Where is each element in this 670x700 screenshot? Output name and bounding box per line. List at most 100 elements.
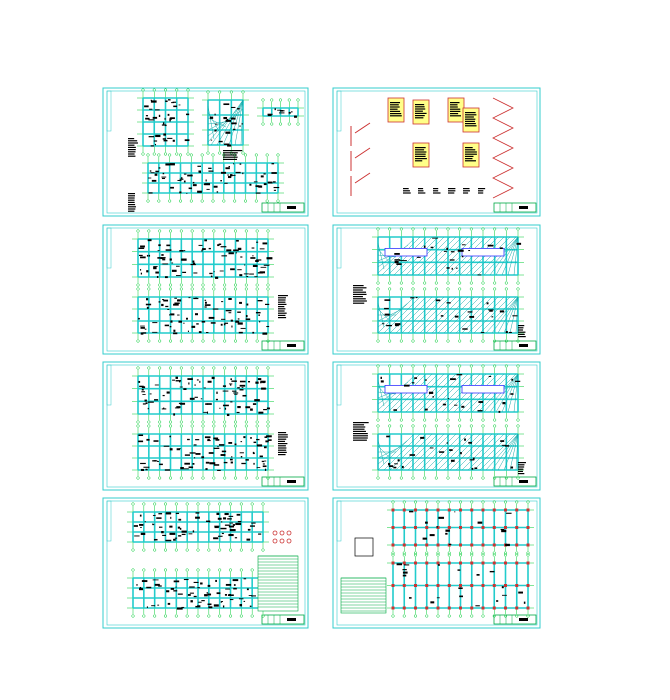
axis-bubble xyxy=(142,568,146,572)
rebar-mark xyxy=(271,172,277,174)
sheet-inner-border xyxy=(106,227,306,352)
note-line xyxy=(353,430,366,432)
rebar-mark xyxy=(231,380,237,382)
column xyxy=(526,584,530,587)
rebar-mark xyxy=(243,600,246,602)
axis-bubble xyxy=(469,364,473,368)
drawing-sheet-5[interactable] xyxy=(102,361,309,491)
axis-bubble xyxy=(147,424,151,428)
axis-bubble xyxy=(469,227,473,231)
rebar-mark xyxy=(394,259,401,261)
rebar-mark xyxy=(158,167,161,169)
rebar-mark xyxy=(154,399,159,401)
axis-bubble xyxy=(423,227,427,231)
sheet-inner-border xyxy=(106,90,306,214)
rebar-mark xyxy=(225,131,231,134)
drawing-sheet-7[interactable] xyxy=(102,497,309,629)
axis-bubble xyxy=(388,418,392,422)
rebar-mark xyxy=(206,188,210,190)
axis-bubble xyxy=(228,568,233,572)
axis-bubble xyxy=(212,283,216,287)
axis-bubble xyxy=(244,476,248,480)
rebar-mark xyxy=(187,330,189,333)
rebar-mark xyxy=(169,119,171,122)
drawing-sheet-4[interactable] xyxy=(332,224,541,355)
column-detail xyxy=(279,538,285,544)
rebar-mark xyxy=(230,378,232,380)
drawing-sheet-8[interactable] xyxy=(332,497,541,629)
note-line xyxy=(128,208,136,210)
slab-hatch xyxy=(407,296,445,334)
axis-bubble xyxy=(211,153,215,157)
rebar-mark xyxy=(455,267,458,269)
note-line xyxy=(278,451,287,453)
axis-bubble xyxy=(266,366,270,370)
drawing-sheet-3[interactable] xyxy=(102,224,309,355)
axis-bubble xyxy=(504,364,508,368)
axis-bubble xyxy=(376,364,380,368)
rebar-mark xyxy=(171,102,175,104)
rebar-mark xyxy=(174,537,178,539)
rebar-mark xyxy=(230,117,236,120)
rebar-mark xyxy=(223,517,227,520)
rebar-mark xyxy=(511,378,514,381)
note-line xyxy=(223,158,238,160)
rebar-mark xyxy=(450,251,455,253)
drawing-sheet-1[interactable] xyxy=(102,87,309,217)
note-line xyxy=(465,158,473,160)
rebar-mark xyxy=(138,247,145,249)
note-line xyxy=(353,424,365,426)
rebar-mark xyxy=(516,242,522,245)
note-line xyxy=(278,443,288,445)
axis-bubble xyxy=(179,420,183,424)
axis-bubble xyxy=(481,424,485,428)
rebar-mark xyxy=(217,446,219,448)
rebar-mark xyxy=(429,534,435,537)
rebar-mark xyxy=(140,272,143,275)
drawing-sheet-6[interactable] xyxy=(332,361,541,491)
column xyxy=(425,543,429,547)
rebar-mark xyxy=(252,255,254,257)
axis-bubble xyxy=(244,366,248,370)
rebar-mark xyxy=(229,522,234,524)
rebar-mark xyxy=(501,444,506,446)
rebar-mark xyxy=(152,460,158,462)
axis-bubble xyxy=(174,568,178,572)
axis-bubble xyxy=(153,502,157,506)
rebar-mark xyxy=(263,409,267,411)
rebar-mark xyxy=(221,318,226,320)
rebar-mark xyxy=(205,468,208,470)
axis-bubble xyxy=(481,339,485,343)
rebar-mark xyxy=(140,468,145,471)
note-line xyxy=(450,104,458,106)
rebar-mark xyxy=(139,254,143,257)
axis-bubble xyxy=(168,199,172,203)
axis-bubble xyxy=(481,227,485,231)
axis-bubble xyxy=(153,548,157,552)
note-line xyxy=(353,298,366,300)
rebar-mark xyxy=(202,248,206,250)
note-line xyxy=(128,197,135,199)
slab-hatch xyxy=(240,99,244,146)
rebar-mark xyxy=(264,468,267,471)
axis-bubble xyxy=(255,283,259,287)
rebar-mark xyxy=(448,543,452,545)
rebar-mark xyxy=(179,178,184,180)
floor-plan xyxy=(127,568,269,618)
axis-bubble xyxy=(413,500,418,504)
rebar-mark xyxy=(459,595,464,598)
rebar-mark xyxy=(468,250,471,252)
axis-bubble xyxy=(179,476,183,480)
axis-bubble xyxy=(434,339,438,343)
drawing-sheet-2[interactable] xyxy=(332,87,541,217)
title-block xyxy=(493,476,537,487)
note-line xyxy=(278,310,285,312)
rebar-mark xyxy=(273,189,277,191)
rebar-mark xyxy=(261,387,266,390)
note-line xyxy=(390,102,401,104)
column xyxy=(436,561,440,565)
rebar-mark xyxy=(164,117,166,120)
title-block-frame xyxy=(493,614,537,625)
axis-bubble xyxy=(255,229,259,233)
axis-bubble xyxy=(261,502,265,506)
